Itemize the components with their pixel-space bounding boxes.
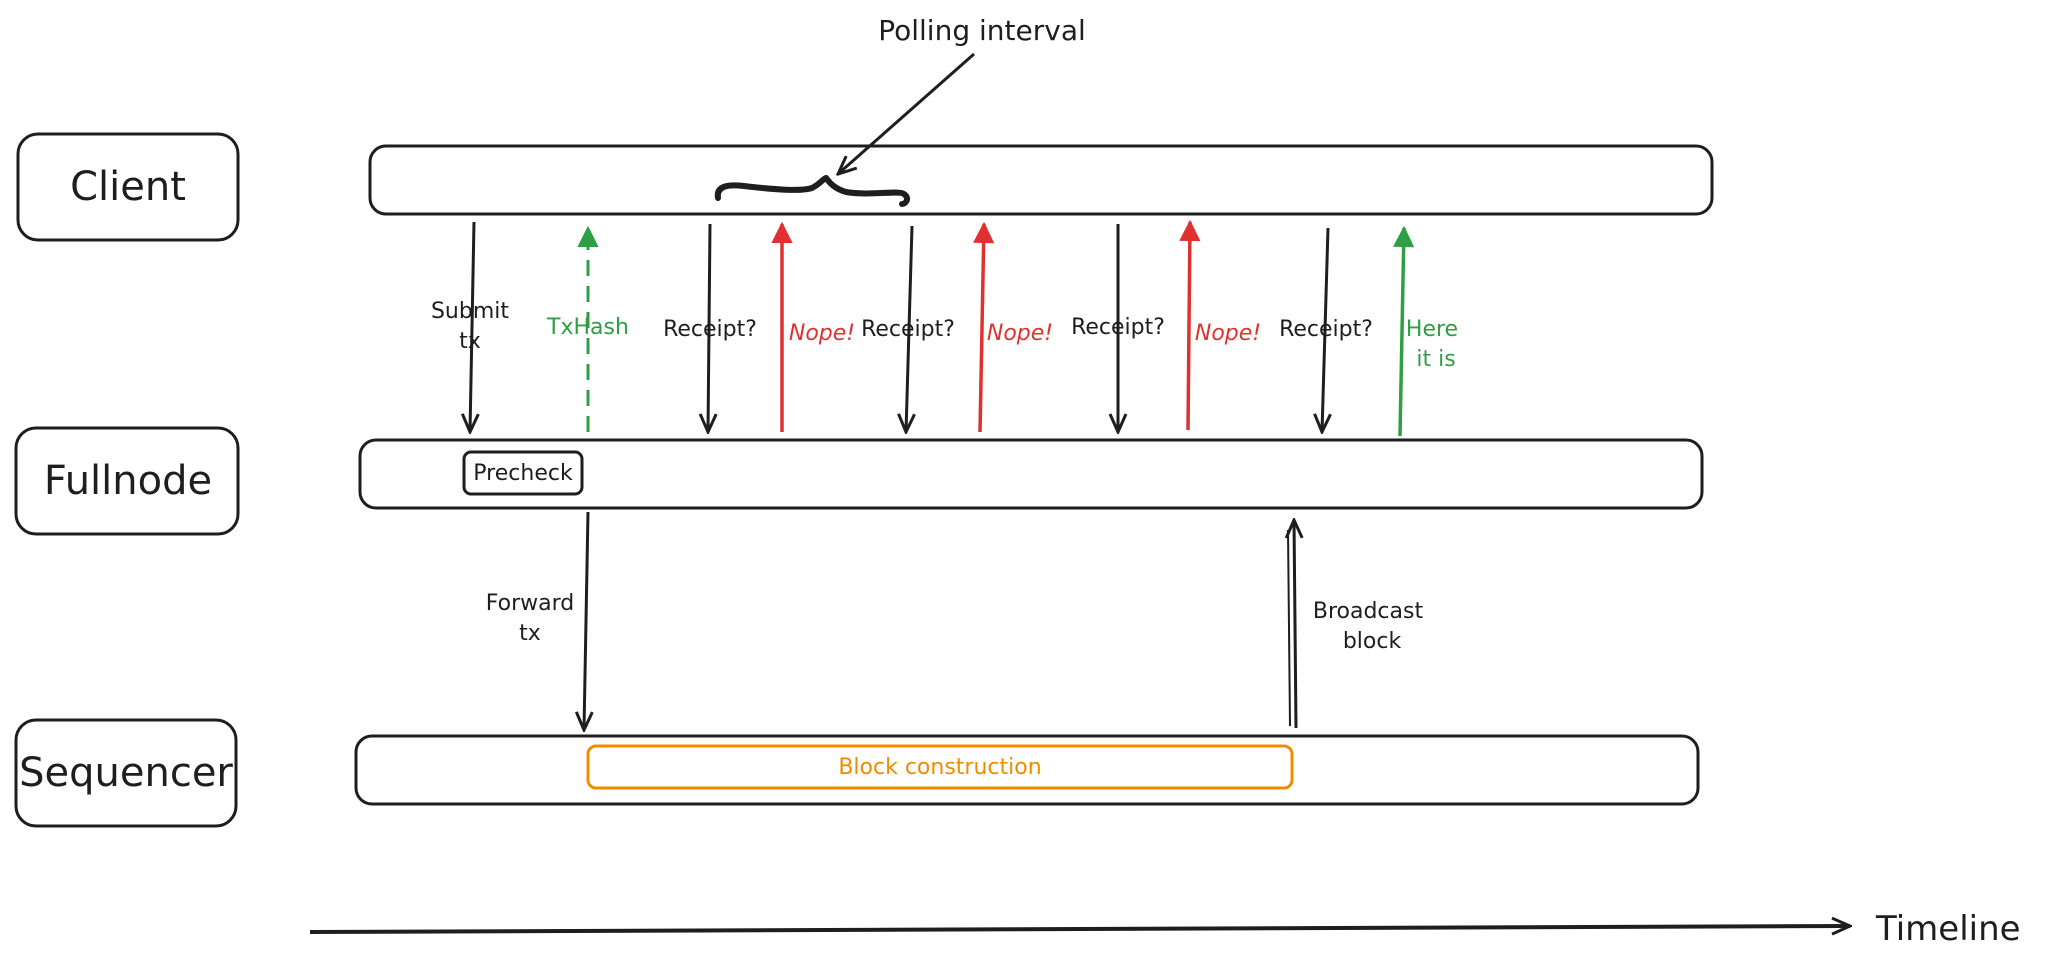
precheck-label: Precheck — [473, 461, 573, 486]
client-lane-bar — [368, 144, 1714, 216]
timeline-label: Timeline — [1875, 909, 2021, 949]
submit-tx-label-line2: tx — [459, 329, 481, 354]
receipt-request-4: Receipt? — [1279, 227, 1373, 432]
receipt-label-3: Receipt? — [1071, 315, 1165, 340]
receipt-label-2: Receipt? — [861, 317, 955, 342]
polling-interval-brace — [714, 174, 911, 207]
receipt-label-4: Receipt? — [1279, 317, 1373, 342]
nope-reply-2: Nope! — [980, 224, 1053, 433]
lane-sequencer: Sequencer — [14, 718, 238, 828]
nope-label-1: Nope! — [789, 321, 855, 346]
nope-reply-3: Nope! — [1188, 222, 1261, 431]
receipt-request-2: Receipt? — [861, 225, 955, 432]
lane-client: Client — [16, 132, 240, 242]
broadcast-block-label-line2: block — [1343, 629, 1402, 654]
receipt-request-3: Receipt? — [1071, 224, 1165, 432]
submit-tx-arrow: Submit tx — [431, 221, 509, 432]
timeline-axis: Timeline — [309, 909, 2021, 949]
nope-reply-1: Nope! — [782, 224, 855, 432]
fullnode-lane-bar — [358, 438, 1704, 510]
lane-label-fullnode: Fullnode — [44, 458, 212, 504]
txhash-label: TxHash — [546, 315, 629, 340]
block-construction-label: Block construction — [838, 755, 1041, 780]
broadcast-block-arrow: Broadcast block — [1288, 520, 1424, 729]
receipt-label-1: Receipt? — [663, 317, 757, 342]
txhash-arrow: TxHash — [546, 228, 629, 432]
block-construction-box: Block construction — [586, 744, 1294, 790]
lane-label-sequencer: Sequencer — [19, 750, 233, 796]
receipt-request-1: Receipt? — [663, 223, 757, 432]
forward-tx-label-line2: tx — [519, 621, 541, 646]
lane-label-client: Client — [70, 164, 186, 210]
forward-tx-arrow: Forward tx — [486, 511, 588, 730]
here-label-line1: Here — [1406, 317, 1458, 342]
submit-tx-label-line1: Submit — [431, 299, 509, 324]
broadcast-block-label-line1: Broadcast — [1313, 599, 1424, 624]
here-label-line2: it is — [1416, 347, 1455, 372]
precheck-box: Precheck — [462, 450, 584, 496]
sequencer-lane-bar — [354, 734, 1700, 806]
forward-tx-label-line1: Forward — [486, 591, 574, 616]
lane-fullnode: Fullnode — [14, 426, 240, 536]
nope-label-2: Nope! — [987, 321, 1053, 346]
polling-interval-label: Polling interval — [878, 14, 1086, 47]
nope-label-3: Nope! — [1195, 321, 1261, 346]
polling-interval-pointer — [838, 52, 975, 174]
receipt-response-arrow: Here it is — [1400, 228, 1458, 437]
